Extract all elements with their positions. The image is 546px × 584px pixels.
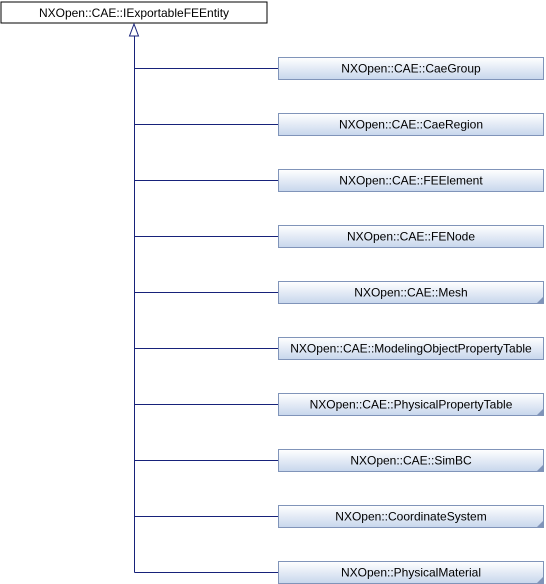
more-indicator-icon xyxy=(537,409,543,415)
child-node[interactable]: NXOpen::CAE::ModelingObjectPropertyTable xyxy=(278,337,544,360)
child-node-label: NXOpen::CoordinateSystem xyxy=(335,510,486,524)
child-node-label: NXOpen::CAE::SimBC xyxy=(350,454,472,468)
child-node-label: NXOpen::CAE::PhysicalPropertyTable xyxy=(310,398,513,412)
child-node[interactable]: NXOpen::CAE::FENode xyxy=(278,225,544,248)
child-node-label: NXOpen::CAE::CaeGroup xyxy=(341,62,481,76)
child-node-box xyxy=(278,169,544,192)
child-node-label: NXOpen::PhysicalMaterial xyxy=(341,566,481,580)
child-node-label: NXOpen::CAE::CaeRegion xyxy=(339,118,483,132)
child-node-label: NXOpen::CAE::ModelingObjectPropertyTable xyxy=(290,342,532,356)
inheritance-arrowhead xyxy=(128,22,140,37)
inheritance-edges xyxy=(134,36,278,573)
child-node[interactable]: NXOpen::CAE::CaeRegion xyxy=(278,113,544,136)
child-node-box xyxy=(278,57,544,80)
child-node-box xyxy=(278,225,544,248)
child-node[interactable]: NXOpen::CAE::PhysicalPropertyTable xyxy=(278,393,544,416)
more-indicator-icon xyxy=(537,465,543,471)
child-node-box xyxy=(278,505,544,528)
child-node[interactable]: NXOpen::CoordinateSystem xyxy=(278,505,544,528)
child-node-box xyxy=(278,449,544,472)
child-node[interactable]: NXOpen::CAE::FEElement xyxy=(278,169,544,192)
child-node-box xyxy=(278,281,544,304)
root-node-label: NXOpen::CAE::IExportableFEEntity xyxy=(39,6,229,20)
root-node[interactable]: NXOpen::CAE::IExportableFEEntity xyxy=(0,1,268,24)
child-node-label: NXOpen::CAE::Mesh xyxy=(354,286,467,300)
child-node-box xyxy=(278,337,544,360)
more-indicator-icon xyxy=(537,577,543,583)
child-node-label: NXOpen::CAE::FEElement xyxy=(339,174,483,188)
child-node-list: NXOpen::CAE::CaeGroupNXOpen::CAE::CaeReg… xyxy=(278,57,544,584)
more-indicator-icon xyxy=(537,297,543,303)
child-node[interactable]: NXOpen::CAE::CaeGroup xyxy=(278,57,544,80)
child-node-box xyxy=(278,393,544,416)
child-node-box xyxy=(278,113,544,136)
child-node[interactable]: NXOpen::PhysicalMaterial xyxy=(278,561,544,584)
child-node[interactable]: NXOpen::CAE::Mesh xyxy=(278,281,544,304)
more-indicator-icon xyxy=(537,521,543,527)
child-node-label: NXOpen::CAE::FENode xyxy=(347,230,475,244)
child-node[interactable]: NXOpen::CAE::SimBC xyxy=(278,449,544,472)
